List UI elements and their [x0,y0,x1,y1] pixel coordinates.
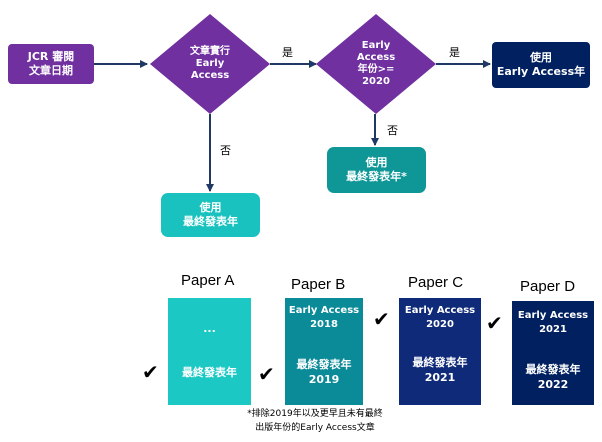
final2-line-2: 最終發表年* [346,170,407,183]
final1-line-2: 最終發表年 [183,215,238,228]
check-paper-a-icon: ✔ [142,360,159,384]
result-use-final-year-1: 使用 最終發表年 [161,193,260,237]
decision2-line-2: Access [356,52,396,63]
paper-b-ea: Early Access 2018 [285,304,363,331]
paper-b-final: 最終發表年 2019 [285,358,363,388]
decision2-line-4: 2020 [362,76,390,87]
final2-line-1: 使用 [365,156,388,170]
paper-c-ea-line-1: Early Access [404,305,476,316]
decision-ea-year: Early Access 年份>= 2020 [336,34,416,94]
paper-d-card: Early Access 2021 最終發表年 2022 [512,301,594,405]
check-paper-d-icon: ✔ [486,311,503,335]
paper-d-final-line-1: 最終發表年 [525,363,581,376]
paper-b-ea-line-1: Early Access [288,305,360,316]
paper-a-final-line-1: 最終發表年 [182,366,237,379]
check-paper-c-icon: ✔ [373,307,390,331]
ea-result-line-2: Early Access年 [496,65,586,78]
paper-c-ea: Early Access 2020 [399,304,481,331]
start-line-2: 文章日期 [29,64,73,77]
paper-b-ea-line-2: 2018 [310,318,338,330]
label-yes-2: 是 [449,46,460,59]
result-use-final-year-2: 使用 最終發表年* [327,147,426,193]
paper-d-ea-line-1: Early Access [517,310,589,321]
decision1-line-3: Access [190,70,230,81]
label-no-2: 否 [387,124,398,137]
start-box: JCR 審閱 文章日期 [8,44,94,84]
footnote-line-2: 出版年份的Early Access文章 [255,423,375,434]
paper-b-title: Paper B [291,276,346,293]
footnote: *排除2019年以及更早且未有最終 出版年份的Early Access文章 [220,407,410,436]
start-line-1: JCR 審閱 [27,50,75,64]
label-yes-1: 是 [282,46,293,59]
decision1-line-1: 文章實行 [190,46,230,57]
paper-c-final-line-2: 2021 [424,370,456,384]
check-paper-b-icon: ✔ [258,362,275,386]
paper-a-card: ... 最終發表年 [168,298,251,405]
paper-a-title: Paper A [181,272,235,289]
paper-c-final-line-1: 最終發表年 [412,356,468,369]
decision-ea-year-shape [316,14,436,114]
decision-early-access-shape [150,14,270,114]
ea-result-line-1: 使用 [530,51,552,65]
footnote-line-1: *排除2019年以及更早且未有最終 [247,409,383,419]
paper-d-ea-line-2: 2021 [539,323,567,335]
paper-b-final-line-1: 最終發表年 [296,358,352,371]
paper-d-title: Paper D [520,278,576,295]
paper-d-final-line-2: 2022 [537,377,569,391]
final1-line-1: 使用 [199,201,222,215]
paper-a-ea: ... [168,322,251,337]
paper-d-final: 最終發表年 2022 [512,363,594,393]
paper-a-final: 最終發表年 [168,366,251,381]
paper-c-final: 最終發表年 2021 [399,356,481,386]
decision1-line-2: Early [195,58,225,69]
paper-c-card: Early Access 2020 最終發表年 2021 [399,298,481,405]
decision-early-access: 文章實行 Early Access [170,40,250,88]
paper-d-ea: Early Access 2021 [512,309,594,336]
paper-c-title: Paper C [408,274,464,291]
decision2-line-1: Early [361,40,391,51]
paper-c-ea-line-2: 2020 [426,318,454,330]
paper-a-ea-line-1: ... [203,322,216,335]
label-no-1: 否 [220,144,231,157]
decision2-line-3: 年份>= [357,64,395,75]
result-use-ea-year: 使用 Early Access年 [492,42,590,88]
paper-b-final-line-2: 2019 [308,372,340,386]
paper-b-card: Early Access 2018 最終發表年 2019 [285,298,363,405]
